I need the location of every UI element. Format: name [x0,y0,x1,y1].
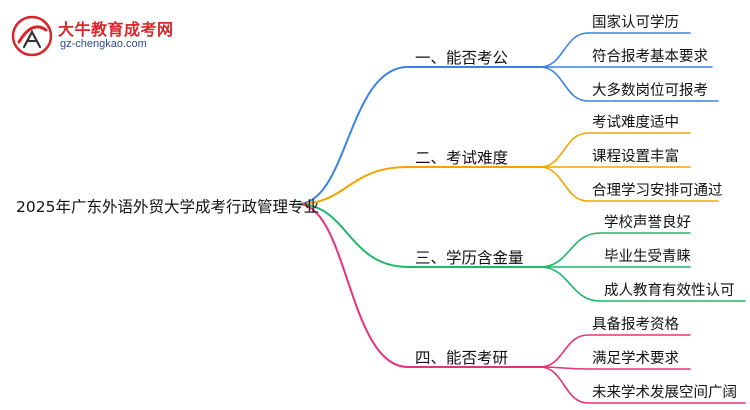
branch-to-leaf-connector [539,132,589,168]
branch-node-degree-value: 三、学历含金量 [415,249,524,267]
leaf-node: 未来学术发展空间广阔 [592,385,737,401]
root-node: 2025年广东外语外贸大学成考行政管理专业 [16,198,319,216]
leaf-node: 合理学习安排可通过 [592,183,723,199]
leaf-node: 考试难度适中 [592,115,679,131]
leaf-node: 具备报考资格 [592,317,679,333]
branch-to-leaf-connector [539,334,589,368]
logo-title: 大牛教育成考网 [58,20,174,39]
branch-node-civil-service: 一、能否考公 [415,49,509,67]
branch-to-leaf-connector [539,32,589,68]
leaf-node: 课程设置丰富 [592,149,679,165]
logo-url: gz-chengkao.com [60,38,147,50]
branch-to-leaf-connector [539,232,601,268]
branch-to-leaf-connector [539,66,589,102]
logo-mark-icon [11,15,53,57]
leaf-node: 满足学术要求 [592,351,679,367]
leaf-node: 学校声誉良好 [604,215,691,231]
root-to-branch-connector [297,66,409,205]
site-logo[interactable]: 大牛教育成考网 gz-chengkao.com [10,14,173,58]
branch-node-postgraduate: 四、能否考研 [415,349,509,367]
root-to-branch-connector [297,203,409,368]
leaf-node: 大多数岗位可报考 [592,83,708,99]
leaf-node: 成人教育有效性认可 [604,283,735,299]
leaf-node: 国家认可学历 [592,15,679,31]
branch-to-leaf-connector [539,166,589,202]
leaf-node: 毕业生受青睐 [604,249,691,265]
branch-to-leaf-connector [539,366,589,404]
root-to-branch-connector [297,203,409,268]
leaf-node: 符合报考基本要求 [592,49,708,65]
branch-node-exam-difficulty: 二、考试难度 [415,149,509,167]
branch-to-leaf-connector [539,266,601,302]
root-to-branch-connector [297,166,409,205]
